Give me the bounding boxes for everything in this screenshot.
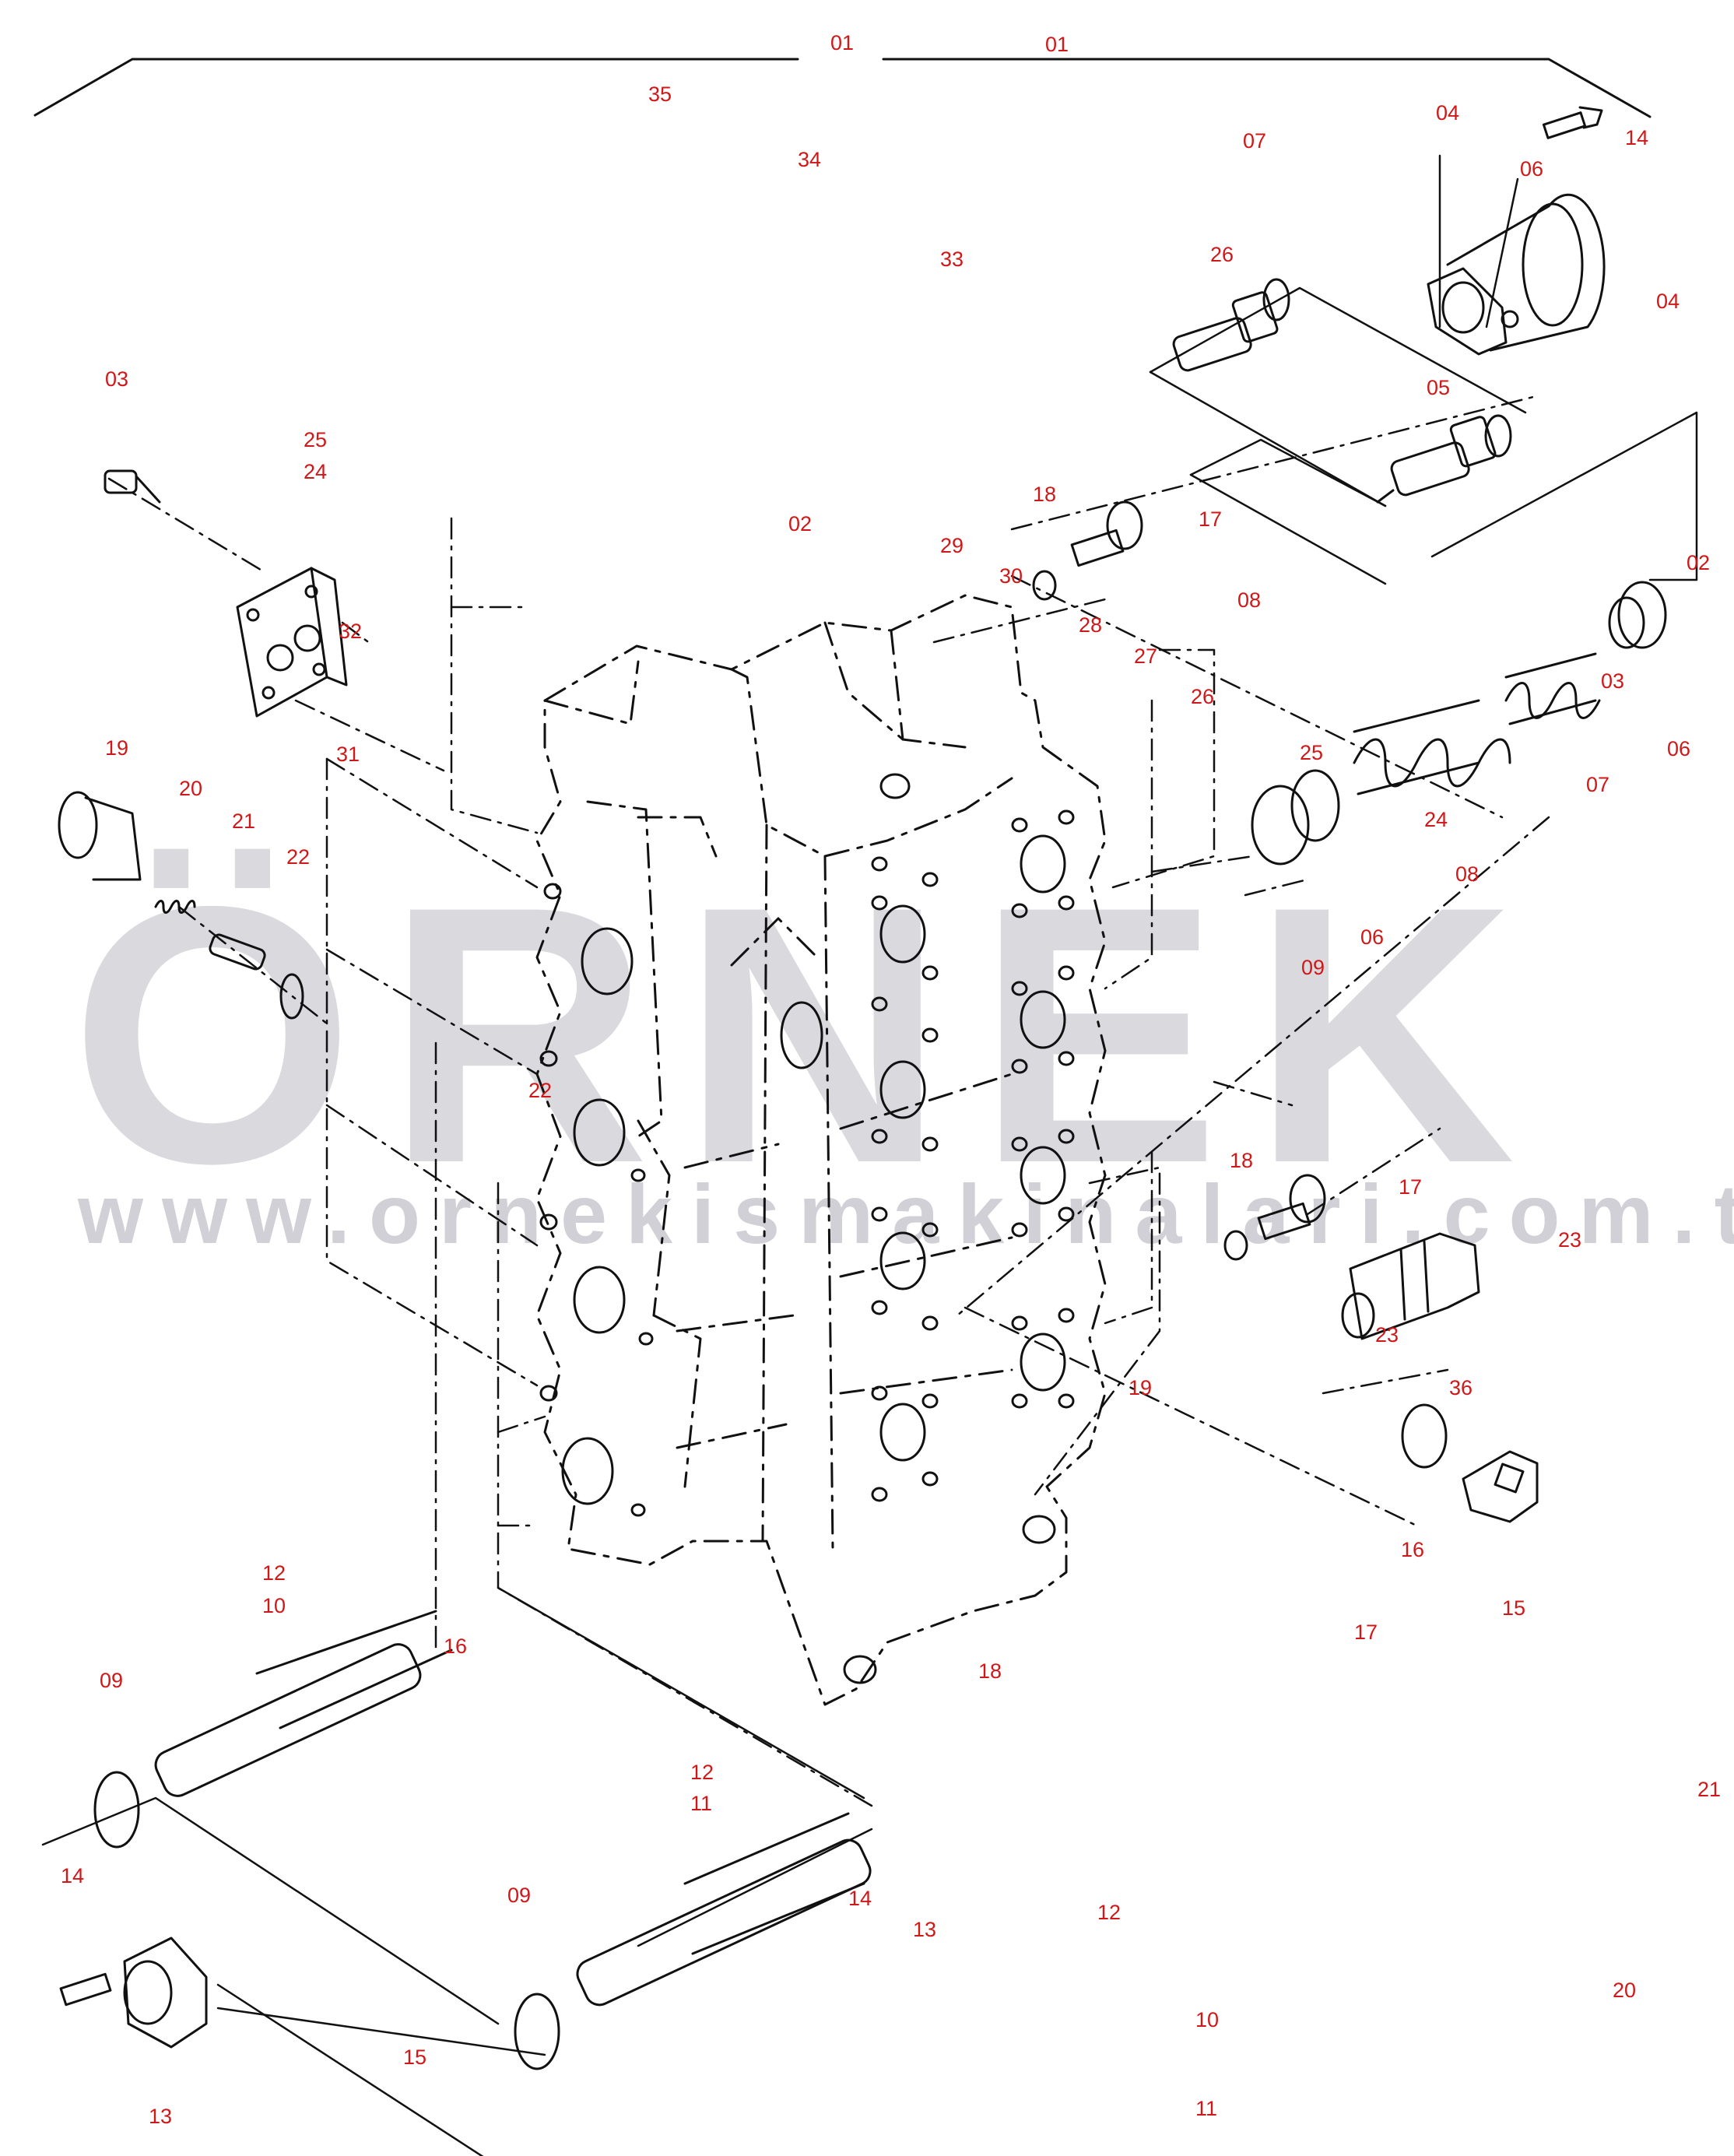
upper-right-frame [1149,154,1698,585]
callout-22-ring: 22 [286,845,311,869]
callout-19-right: 19 [1129,1376,1153,1399]
callout-17-bottom: 17 [1354,1621,1378,1644]
callout-18-bottom: 18 [978,1659,1002,1683]
callout-03-left: 03 [105,367,129,391]
callout-07-spring: 07 [1586,773,1610,796]
callout-20-bottom: 20 [1613,1979,1637,2002]
callout-06-top: 06 [1520,157,1544,181]
callout-10-upper-spool: 10 [262,1594,286,1617]
callout-06-spring: 06 [1667,737,1691,760]
callout-07-top: 07 [1243,129,1267,153]
callout-16-ring: 16 [1401,1538,1425,1561]
callout-05: 05 [1427,376,1451,399]
callout-26-right: 26 [1191,685,1215,708]
callout-20-spring: 20 [179,777,203,800]
eye-bolt-parts [1032,500,1326,1261]
watermark-url: www.ornekismakinalari.com.tr [78,1167,1734,1261]
callout-24-spring: 24 [1424,808,1448,831]
callout-27: 27 [1134,644,1158,668]
callout-18-upper: 18 [1033,483,1057,506]
callout-03-spring: 03 [1601,669,1625,693]
relief-valve-parts [1341,1232,1539,1523]
lower-cover-parts [59,1937,208,2049]
callout-21-pin: 21 [232,809,256,833]
callout-09-right: 09 [1301,956,1325,979]
top-screw-part [1542,106,1603,139]
callout-25-plate: 25 [304,428,328,451]
callout-17-upper: 17 [1199,507,1223,531]
callout-29: 29 [940,534,964,557]
callout-26-top: 26 [1210,243,1234,266]
assembly-leader-lines [107,395,1550,1807]
callout-13-center: 13 [913,1918,937,1941]
lower-frame-lines [41,1586,873,2156]
callout-25-ring: 25 [1300,741,1324,764]
callout-04-top: 04 [1436,101,1460,125]
callout-23-valve: 23 [1375,1323,1399,1347]
callout-15-plug: 15 [1502,1596,1526,1620]
callout-30: 30 [999,564,1023,588]
callout-31: 31 [336,743,360,766]
callout-01-top-center: 01 [830,31,855,54]
upper-spool-parts [1172,278,1512,504]
callout-01-top-right: 01 [1045,33,1069,56]
callout-19-plug: 19 [105,736,129,760]
callout-14-left: 14 [61,1864,85,1887]
top-frame-lines [33,58,1652,118]
callout-12-lower-spool: 12 [690,1761,714,1784]
callout-08-lower: 08 [1455,862,1480,886]
callout-13-cover: 13 [149,2105,173,2128]
callout-17-lower: 17 [1399,1175,1423,1199]
callout-32: 32 [339,620,363,643]
valve-body [535,594,1107,1706]
callout-14-top: 14 [1625,126,1649,149]
watermark-brand: ÖRNEK [70,830,1547,1239]
callout-11-lower-spool: 11 [690,1792,713,1815]
callout-18-lower: 18 [1230,1149,1254,1172]
callout-36: 36 [1449,1376,1473,1399]
callout-09-lower-spool: 09 [507,1884,532,1907]
callout-12-bottom: 12 [1097,1901,1121,1924]
callout-34: 34 [798,148,822,171]
callout-12-upper-spool: 12 [262,1561,286,1585]
callout-35: 35 [648,83,672,106]
callout-16-body: 16 [444,1635,468,1658]
spring-parts [1251,581,1667,866]
callout-33: 33 [940,248,964,271]
cover-plate-parts [104,469,348,718]
callout-06-lower: 06 [1360,925,1385,949]
callout-22-body: 22 [528,1079,553,1102]
callout-04-right: 04 [1656,290,1680,313]
plug-spring-pin-parts [58,791,304,1020]
valve-body-ports [539,773,1075,1684]
callout-24-plate: 24 [304,460,328,483]
callout-09-upper-spool: 09 [100,1669,124,1692]
callout-14-lower-spool: 14 [848,1887,872,1910]
callout-21-bottom: 21 [1697,1778,1722,1801]
lower-spool-parts [93,1610,872,2070]
callout-23-right: 23 [1558,1228,1582,1252]
solenoid-part [1427,193,1606,356]
callout-10-bottom: 10 [1195,2008,1220,2031]
callout-02-right: 02 [1687,551,1711,574]
callout-02-body: 02 [788,512,813,535]
callout-08-upper: 08 [1237,588,1262,612]
callout-15-bottom: 15 [403,2045,427,2069]
callout-11-bottom: 11 [1195,2097,1218,2120]
callout-28: 28 [1079,613,1103,637]
